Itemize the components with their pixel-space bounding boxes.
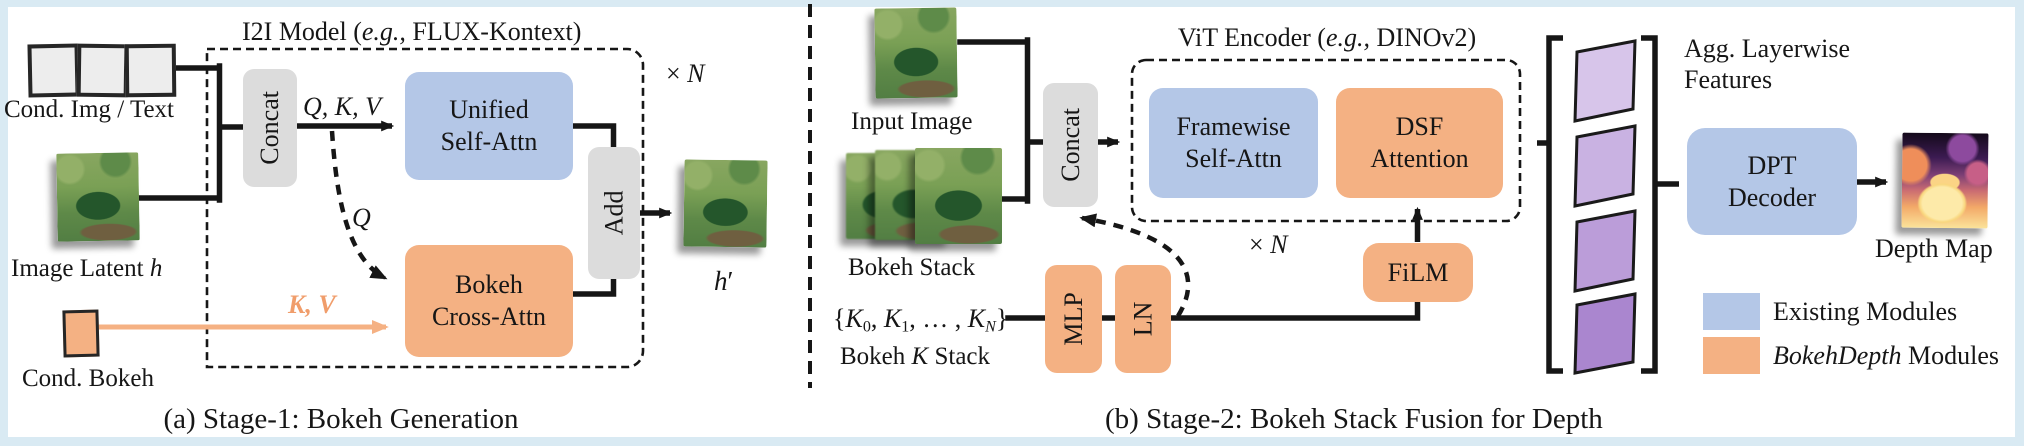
framewise-line2: Self-Attn (1185, 144, 1282, 173)
unified-attn-line1: Unified (449, 95, 529, 125)
legend-existing-swatch (1703, 293, 1760, 330)
add-label: Add (599, 190, 629, 236)
bokeh-cross-attn-line1: Bokeh (455, 270, 523, 300)
i2i-title-post: FLUX-Kontext) (405, 17, 582, 46)
agg-layerwise-features-label: Agg. Layerwise Features (1684, 33, 1850, 95)
agg-line2: Features (1684, 65, 1773, 95)
framewise-self-attn-box: Framewise Self-Attn (1149, 88, 1318, 198)
legend-bokehdepth-swatch (1703, 337, 1760, 374)
h-prime-mark: ′ (727, 266, 734, 296)
image-latent-h: h (149, 255, 163, 282)
dsf-line2: Attention (1370, 144, 1469, 173)
k-set-s1: 1 (901, 318, 910, 336)
legend-bokehdepth-name: BokehDepth (1773, 341, 1902, 370)
cond-token-3 (124, 43, 177, 98)
unified-attn-line2: Self-Attn (440, 127, 538, 156)
h-prime-label: h′ (714, 266, 733, 297)
film-label: FiLM (1387, 257, 1449, 287)
bokeh-cross-attn-box: Bokeh Cross-Attn (405, 245, 573, 357)
qkv-label: Q, K, V (303, 92, 381, 121)
concat-box-right: Concat (1043, 83, 1098, 207)
film-box: FiLM (1363, 243, 1473, 302)
agg-line1: Agg. Layerwise (1684, 34, 1851, 63)
k-set-open: { (833, 304, 846, 333)
cond-bokeh-label: Cond. Bokeh (22, 365, 154, 392)
vit-title-post: DINOv2) (1370, 23, 1477, 52)
i2i-title-eg: e.g., (361, 17, 406, 46)
cond-img-text-label: Cond. Img / Text (4, 96, 175, 123)
legend-bokehdepth-rest: Modules (1901, 341, 2000, 370)
concat-label-left: Concat (255, 91, 285, 165)
unified-self-attn-box: Unified Self-Attn (405, 72, 573, 180)
mlp-box: MLP (1045, 265, 1102, 373)
bokeh-stack-label: Bokeh Stack (848, 254, 976, 281)
dsf-line1: DSF (1395, 112, 1444, 142)
input-image-photo (874, 7, 958, 99)
depth-map-image (1901, 132, 1989, 229)
add-box: Add (588, 147, 640, 279)
k-set-label: {K0, K1, … , KN} (833, 304, 1008, 337)
dpt-decoder-box: DPT Decoder (1687, 128, 1857, 235)
legend-bokehdepth-label: BokehDepth Modules (1773, 341, 1999, 371)
k-set-sn: N (985, 318, 996, 336)
cond-bokeh-token (62, 309, 100, 358)
ln-box: LN (1115, 265, 1171, 373)
i2i-model-title: I2I Model (e.g., FLUX-Kontext) (242, 17, 581, 47)
image-latent-label: Image Latent h (11, 255, 162, 283)
vit-title-eg: e.g., (1325, 23, 1371, 52)
n-symbol-left: N (687, 59, 705, 88)
bokeh-k-stack-label: Bokeh K Stack (840, 343, 990, 371)
bokeh-k-symbol: K (911, 343, 929, 370)
k-set-k1: K (883, 304, 902, 333)
dsf-attention-box: DSF Attention (1336, 88, 1503, 198)
caption-stage2: (b) Stage-2: Bokeh Stack Fusion for Dept… (1105, 403, 1603, 435)
vit-title-pre: ViT Encoder ( (1177, 23, 1326, 52)
i2i-title-pre: I2I Model ( (242, 17, 362, 46)
times-sign-left: × (666, 59, 688, 88)
kv-label: K, V (288, 290, 336, 319)
framewise-line1: Framewise (1176, 112, 1291, 142)
n-symbol-right: N (1270, 230, 1288, 259)
caption-stage1: (a) Stage-1: Bokeh Generation (163, 403, 519, 435)
times-n-right: × N (1249, 230, 1288, 260)
q-label: Q (352, 203, 371, 232)
bokeh-cross-attn-line2: Cross-Attn (431, 302, 547, 331)
times-n-left: × N (666, 59, 705, 89)
vit-encoder-title: ViT Encoder (e.g., DINOv2) (1162, 23, 1492, 53)
cond-token-1 (27, 43, 80, 98)
image-latent-photo (56, 152, 140, 242)
depth-map-label: Depth Map (1875, 234, 1993, 263)
concat-box-left: Concat (243, 69, 297, 187)
bokeh-k-pre: Bokeh (840, 343, 912, 370)
mlp-label: MLP (1058, 292, 1088, 346)
k-set-sep1: , … , (909, 304, 968, 333)
concat-label-right: Concat (1055, 108, 1085, 182)
times-sign-right: × (1249, 230, 1271, 259)
ln-label: LN (1128, 301, 1158, 337)
k-set-s0: 0 (862, 318, 871, 336)
bokeh-stack-photo-3 (915, 148, 1002, 244)
output-latent-photo (683, 159, 768, 248)
cond-token-2 (76, 43, 129, 98)
input-image-label: Input Image (851, 108, 973, 135)
image-latent-text: Image Latent (11, 255, 150, 282)
k-set-kn: K (967, 304, 986, 333)
dpt-line1: DPT (1747, 150, 1797, 180)
bokeh-k-post: Stack (928, 343, 991, 370)
dpt-line2: Decoder (1727, 182, 1817, 212)
h-prime-h: h (714, 266, 728, 296)
k-set-sep0: , (870, 304, 884, 333)
k-set-close: } (995, 304, 1009, 333)
k-set-k0: K (845, 304, 863, 333)
legend-existing-label: Existing Modules (1773, 297, 1958, 326)
